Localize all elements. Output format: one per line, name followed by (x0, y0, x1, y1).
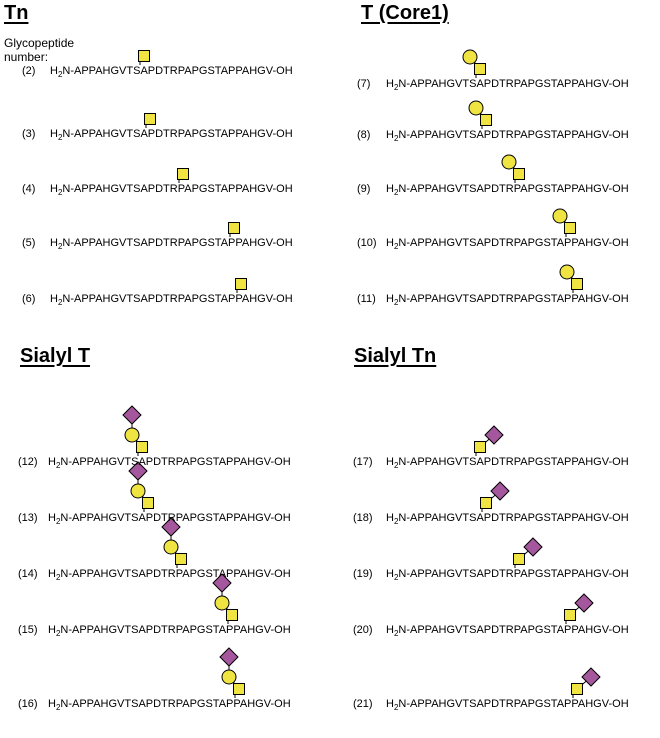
glycopeptide-number: (13) (18, 512, 38, 524)
galactose-circle-icon (130, 483, 146, 499)
peptide-sequence: H2N-APPAHGVTSAPDTRPAPGSTAPPAHGV-OH (386, 78, 629, 93)
sialic-acid-diamond-icon (128, 461, 148, 481)
galnac-square-icon (474, 441, 486, 453)
glycopeptide-number: (19) (353, 568, 373, 580)
galnac-square-icon (136, 441, 148, 453)
galnac-square-icon (474, 63, 486, 75)
glycopeptide-number-label: Glycopeptide number: (4, 36, 74, 64)
section-title-sialyl-tn: Sialyl Tn (354, 345, 437, 367)
galnac-square-icon (228, 222, 240, 234)
peptide-sequence: H2N-APPAHGVTSAPDTRPAPGSTAPPAHGV-OH (48, 512, 291, 527)
galactose-circle-icon (552, 208, 568, 224)
peptide-sequence: H2N-APPAHGVTSAPDTRPAPGSTAPPAHGV-OH (50, 128, 293, 143)
peptide-sequence: H2N-APPAHGVTSAPDTRPAPGSTAPPAHGV-OH (50, 293, 293, 308)
glycopeptide-number: (15) (18, 624, 38, 636)
peptide-sequence: H2N-APPAHGVTSAPDTRPAPGSTAPPAHGV-OH (48, 624, 291, 639)
glycopeptide-number: (17) (353, 456, 373, 468)
peptide-sequence: H2N-APPAHGVTSAPDTRPAPGSTAPPAHGV-OH (386, 129, 629, 144)
galactose-circle-icon (163, 539, 179, 555)
peptide-sequence: H2N-APPAHGVTSAPDTRPAPGSTAPPAHGV-OH (50, 183, 293, 198)
galactose-circle-icon (124, 427, 140, 443)
galnac-square-icon (480, 114, 492, 126)
glycopeptide-number: (21) (353, 698, 373, 710)
glycopeptide-number: (6) (22, 293, 36, 305)
peptide-sequence: H2N-APPAHGVTSAPDTRPAPGSTAPPAHGV-OH (48, 698, 291, 713)
galnac-square-icon (235, 278, 247, 290)
glycopeptide-number: (12) (18, 456, 38, 468)
galnac-square-icon (513, 553, 525, 565)
glycopeptide-number: (7) (357, 78, 371, 90)
glycopeptide-label-line2: number: (4, 50, 49, 64)
glycopeptide-number: (2) (22, 65, 36, 77)
galactose-circle-icon (462, 49, 478, 65)
glycopeptide-number: (20) (353, 624, 373, 636)
sialic-acid-diamond-icon (490, 481, 510, 501)
peptide-sequence: H2N-APPAHGVTSAPDTRPAPGSTAPPAHGV-OH (386, 183, 629, 198)
galactose-circle-icon (468, 100, 484, 116)
galnac-square-icon (564, 609, 576, 621)
sialic-acid-diamond-icon (523, 537, 543, 557)
galactose-circle-icon (501, 154, 517, 170)
peptide-sequence: H2N-APPAHGVTSAPDTRPAPGSTAPPAHGV-OH (386, 624, 629, 639)
galnac-square-icon (177, 168, 189, 180)
sialic-acid-diamond-icon (484, 425, 504, 445)
peptide-sequence: H2N-APPAHGVTSAPDTRPAPGSTAPPAHGV-OH (386, 293, 629, 308)
galnac-square-icon (571, 683, 583, 695)
peptide-sequence: H2N-APPAHGVTSAPDTRPAPGSTAPPAHGV-OH (48, 568, 291, 583)
peptide-sequence: H2N-APPAHGVTSAPDTRPAPGSTAPPAHGV-OH (386, 698, 629, 713)
sialic-acid-diamond-icon (161, 517, 181, 537)
galactose-circle-icon (214, 595, 230, 611)
galnac-square-icon (138, 50, 150, 62)
galnac-square-icon (226, 609, 238, 621)
galnac-square-icon (175, 553, 187, 565)
glycopeptide-number: (14) (18, 568, 38, 580)
peptide-sequence: H2N-APPAHGVTSAPDTRPAPGSTAPPAHGV-OH (386, 568, 629, 583)
galnac-square-icon (513, 168, 525, 180)
galactose-circle-icon (559, 264, 575, 280)
sialic-acid-diamond-icon (581, 667, 601, 687)
peptide-sequence: H2N-APPAHGVTSAPDTRPAPGSTAPPAHGV-OH (50, 237, 293, 252)
section-title-sialyl-t: Sialyl T (20, 345, 91, 367)
section-title-t-core1: T (Core1) (361, 2, 449, 24)
peptide-sequence: H2N-APPAHGVTSAPDTRPAPGSTAPPAHGV-OH (50, 65, 293, 80)
galnac-square-icon (564, 222, 576, 234)
glycopeptide-number: (9) (357, 183, 371, 195)
glycopeptide-number: (10) (357, 237, 377, 249)
glycopeptide-number: (4) (22, 183, 36, 195)
glycopeptide-number: (3) (22, 128, 36, 140)
galnac-square-icon (480, 497, 492, 509)
galnac-square-icon (571, 278, 583, 290)
galactose-circle-icon (221, 669, 237, 685)
section-title-tn: Tn (4, 2, 29, 24)
peptide-sequence: H2N-APPAHGVTSAPDTRPAPGSTAPPAHGV-OH (386, 512, 629, 527)
peptide-sequence: H2N-APPAHGVTSAPDTRPAPGSTAPPAHGV-OH (48, 456, 291, 471)
galnac-square-icon (142, 497, 154, 509)
glycopeptide-number: (5) (22, 237, 36, 249)
peptide-sequence: H2N-APPAHGVTSAPDTRPAPGSTAPPAHGV-OH (386, 237, 629, 252)
glycopeptide-number: (16) (18, 698, 38, 710)
peptide-sequence: H2N-APPAHGVTSAPDTRPAPGSTAPPAHGV-OH (386, 456, 629, 471)
glycopeptide-number: (8) (357, 129, 371, 141)
galnac-square-icon (144, 113, 156, 125)
glycopeptide-number: (11) (357, 293, 376, 305)
sialic-acid-diamond-icon (219, 647, 239, 667)
galnac-square-icon (233, 683, 245, 695)
glycopeptide-number: (18) (353, 512, 373, 524)
glycopeptide-label-line1: Glycopeptide (4, 36, 75, 50)
sialic-acid-diamond-icon (212, 573, 232, 593)
sialic-acid-diamond-icon (122, 405, 142, 425)
sialic-acid-diamond-icon (574, 593, 594, 613)
